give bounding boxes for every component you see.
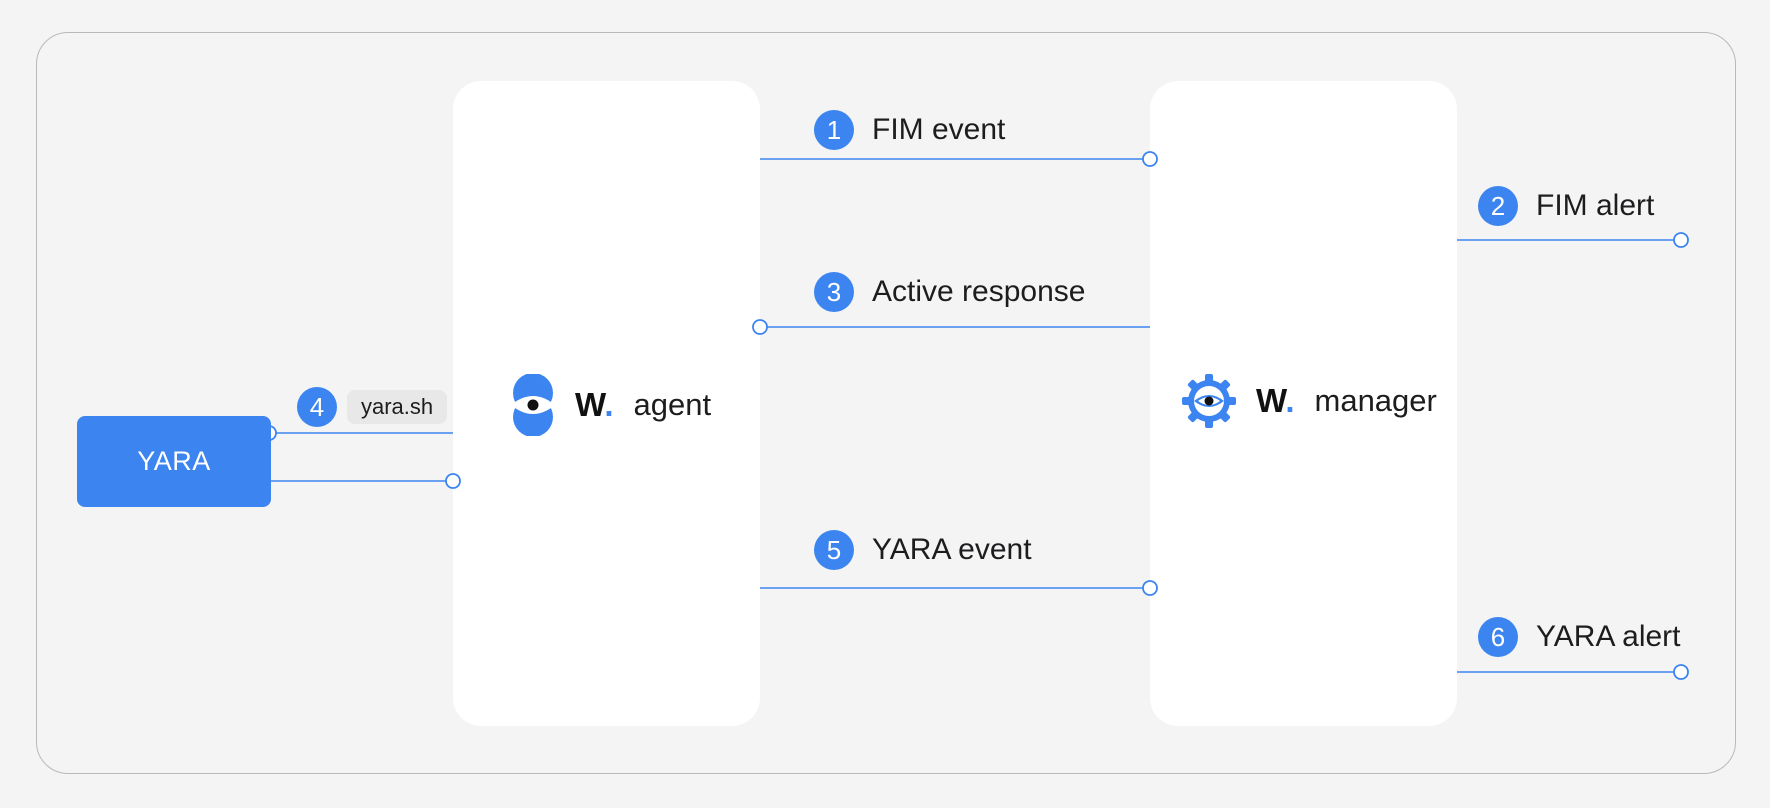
- agent-label-text: agent: [633, 387, 712, 422]
- step-label: Active response: [872, 275, 1086, 308]
- connector-end-dot: [1673, 232, 1689, 248]
- yara-node: YARA: [77, 416, 271, 507]
- script-tag: yara.sh: [347, 390, 448, 424]
- step-4: 4 yara.sh: [297, 387, 448, 427]
- step-5: 5 YARA event: [814, 530, 1032, 570]
- manager-brand-dot: .: [1285, 382, 1295, 419]
- connector-end-dot: [1673, 664, 1689, 680]
- agent-brand: W: [575, 386, 605, 423]
- step-badge: 1: [814, 110, 854, 150]
- eye-icon: [511, 374, 555, 436]
- step-label: YARA event: [872, 533, 1032, 566]
- diagram-frame: [36, 32, 1736, 774]
- connector-end-dot: [752, 319, 768, 335]
- agent-panel: [453, 81, 760, 726]
- step-2: 2 FIM alert: [1478, 186, 1654, 226]
- agent-label: W. agent: [511, 374, 711, 436]
- step-badge: 5: [814, 530, 854, 570]
- step-3: 3 Active response: [814, 272, 1085, 312]
- step-1: 1 FIM event: [814, 110, 1005, 150]
- step-label: YARA alert: [1536, 620, 1681, 653]
- yara-node-label: YARA: [137, 446, 211, 476]
- connector-end-dot: [445, 473, 461, 489]
- step-badge: 2: [1478, 186, 1518, 226]
- step-badge: 4: [297, 387, 337, 427]
- step-6: 6 YARA alert: [1478, 617, 1681, 657]
- manager-brand: W: [1256, 382, 1286, 419]
- connector-end-dot: [1142, 151, 1158, 167]
- step-label: FIM event: [872, 113, 1006, 146]
- step-label: FIM alert: [1536, 189, 1655, 222]
- step-badge: 3: [814, 272, 854, 312]
- step-badge: 6: [1478, 617, 1518, 657]
- manager-label: W. manager: [1182, 374, 1437, 428]
- manager-label-text: manager: [1314, 383, 1437, 418]
- connector-end-dot: [1142, 580, 1158, 596]
- gear-eye-icon: [1182, 374, 1236, 428]
- agent-brand-dot: .: [604, 386, 614, 423]
